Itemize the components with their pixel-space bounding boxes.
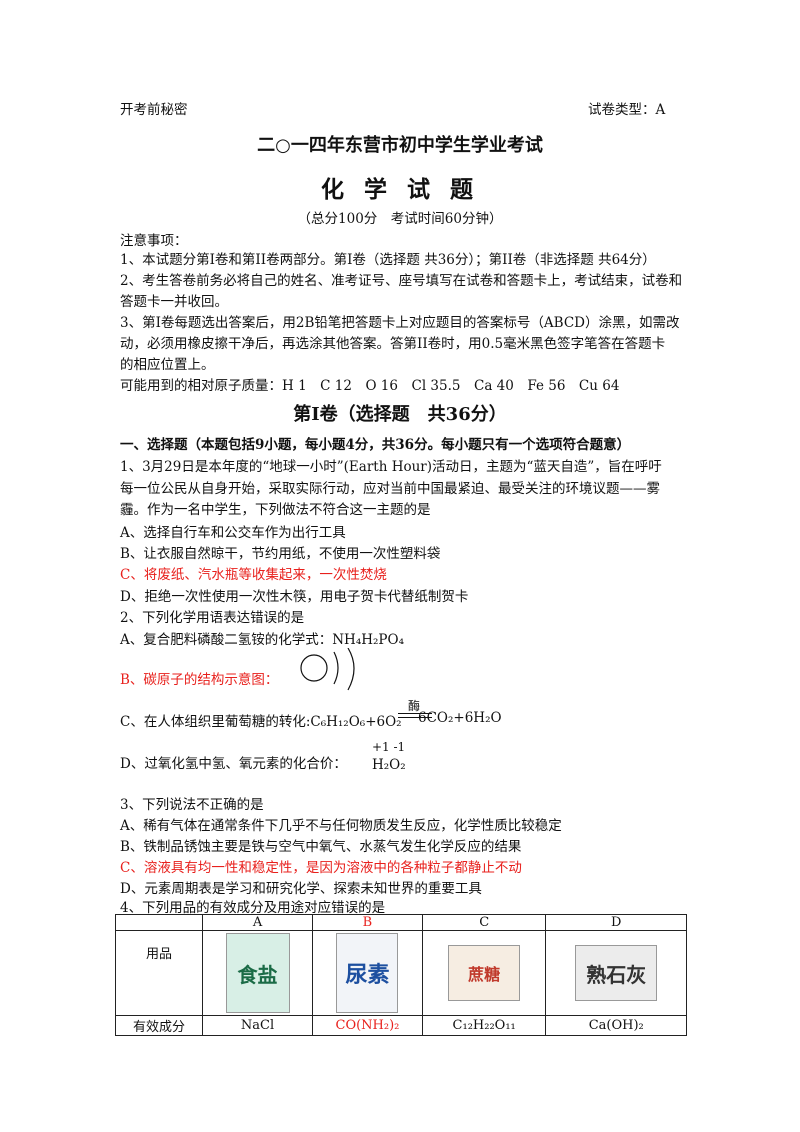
q1-stem: 霾。作为一名中学生，下列做法不符合这一主题的是 [120,502,431,518]
exam-meta: （总分100分 考试时间60分钟） [297,211,503,227]
component-b: CO(NH₂)₂ [312,1015,423,1036]
enzyme-condition: 酶 [408,699,421,713]
reaction-arrow [398,717,432,718]
part1-title: 第I卷（选择题 共36分） [293,404,507,425]
q2-option-a: A、复合肥料磷酸二氢铵的化学式：NH₄H₂PO₄ [120,632,404,648]
q1-stem: 1、3月29日是本年度的“地球一小时”(Earth Hour)活动日，主题为“蓝… [120,459,662,475]
atomic-masses: 可能用到的相对原子质量：H 1 C 12 O 16 Cl 35.5 Ca 40 … [120,378,620,394]
valence-marks: +1 -1 [372,740,406,754]
notice-line: 1、本试题分第I卷和第II卷两部分。第I卷（选择题 共36分）；第II卷（非选择… [120,252,656,268]
q3-option-b: B、铁制品锈蚀主要是铁与空气中氧气、水蒸气发生化学反应的结果 [120,839,522,855]
notice-line: 3、第I卷每题选出答案后，用2B铅笔把答题卡上对应题目的答案标号（ABCD）涂黑… [120,315,680,331]
q1-stem: 每一位公民从自身开始，采取实际行动，应对当前中国最紧迫、最受关注的环境议题——雾 [120,481,660,497]
col-header-b: B [312,914,423,931]
q2-stem: 2、下列化学用语表达错误的是 [120,610,305,626]
col-header-d: D [545,914,687,931]
notice-line: 动，必须用橡皮擦干净后，再选涂其他答案。答第II卷时，用0.5毫米黑色签字笔答在… [120,336,666,352]
component-d: Ca(OH)₂ [545,1015,687,1036]
header-left: 开考前秘密 [120,102,188,118]
notice-line: 2、考生答卷前务必将自己的姓名、准考证号、座号填写在试卷和答题卡上，考试结束，试… [120,273,683,289]
urea-package-image: 尿素 [336,933,399,1013]
header-right: 试卷类型：A [588,102,666,118]
q3-option-d: D、元素周期表是学习和研究化学、探索未知世界的重要工具 [120,881,482,897]
row-label-components: 有效成分 [115,1015,203,1036]
reaction-arrow [398,713,432,714]
carbon-atom-diagram [300,648,355,691]
q2-option-b: B、碳原子的结构示意图： [120,672,279,688]
reaction-product: 6CO₂+6H₂O [418,710,502,726]
q3-option-a: A、稀有气体在通常条件下几乎不与任何物质发生反应，化学性质比较稳定 [120,818,562,834]
subject-title: 化 学 试 题 [320,176,480,203]
q3-stem: 3、下列说法不正确的是 [120,797,264,813]
slaked-lime-package-image: 熟石灰 [575,945,658,1001]
q2-option-c: C、在人体组织里葡萄糖的转化:C₆H₁₂O₆+6O₂ [120,714,402,730]
peroxide-formula: H₂O₂ [372,757,406,773]
q2-option-d: D、过氧化氢中氢、氧元素的化合价： [120,756,347,772]
col-header-c: C [421,914,547,931]
q1-option-b: B、让衣服自然晾干，节约用纸，不使用一次性塑料袋 [120,546,441,562]
sucrose-package-image: 蔗糖 [448,945,521,1001]
q3-option-c: C、溶液具有均一性和稳定性，是因为溶液中的各种粒子都静止不动 [120,860,522,876]
q4-stem: 4、下列用品的有效成分及用途对应错误的是 [120,900,386,916]
q1-option-c: C、将废纸、汽水瓶等收集起来，一次性焚烧 [120,567,387,583]
q1-option-d: D、拒绝一次性使用一次性木筷，用电子贺卡代替纸制贺卡 [120,589,469,605]
exam-title: 二○一四年东营市初中学生学业考试 [257,135,543,156]
q1-option-a: A、选择自行车和公交车作为出行工具 [120,525,346,541]
salt-package-image: 食盐 [225,933,290,1013]
notice-line: 答题卡一并收回。 [120,294,228,310]
col-header-a: A [201,914,314,931]
component-c: C₁₂H₂₂O₁₁ [421,1015,547,1036]
row-label-items: 用品 [115,930,203,1016]
component-a: NaCl [201,1015,314,1036]
notice-heading: 注意事项： [120,233,188,249]
notice-line: 的相应位置上。 [120,357,215,373]
section1-heading: 一、选择题（本题包括9小题，每小题4分，共36分。每小题只有一个选项符合题意） [120,437,631,453]
q4-table: A B C D 用品 食盐 尿素 蔗糖 熟石灰 有效成分 NaCl CO(NH₂… [115,914,687,1036]
